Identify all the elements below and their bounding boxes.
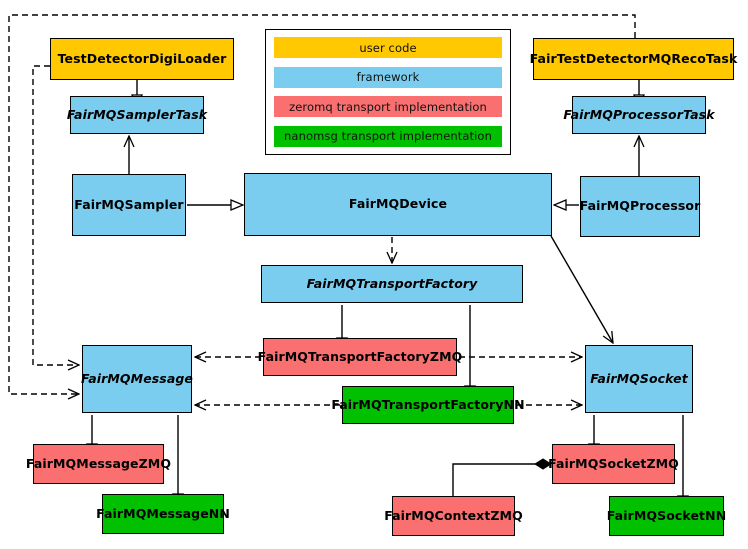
class-node-fairtestdetectormqrecotask[interactable]: FairTestDetectorMQRecoTask — [530, 38, 737, 80]
class-node-fairmqprocessor[interactable]: FairMQProcessor — [580, 176, 700, 237]
class-node-fairmqsampler[interactable]: FairMQSampler — [72, 174, 186, 236]
class-node-fairmqtransportfactorynn[interactable]: FairMQTransportFactoryNN — [331, 386, 525, 424]
class-label: FairMQDevice — [348, 196, 448, 212]
class-node-fairmqmessagezmq[interactable]: FairMQMessageZMQ — [26, 444, 171, 484]
legend-item-user-code: user code — [274, 37, 502, 58]
class-label: FairTestDetectorMQRecoTask — [529, 50, 738, 66]
class-node-fairmqdevice[interactable]: FairMQDevice — [244, 173, 552, 236]
class-label: FairMQMessageNN — [96, 505, 230, 521]
class-label: FairMQSocketNN — [606, 507, 727, 523]
class-label: FairMQTransportFactoryNN — [331, 396, 525, 412]
class-label: FairMQMessage — [81, 370, 194, 386]
class-label: FairMQSocketZMQ — [548, 455, 679, 471]
class-label: TestDetectorDigiLoader — [57, 50, 227, 66]
class-node-fairmqprocessortask[interactable]: FairMQProcessorTask — [563, 96, 715, 134]
class-label: FairMQTransportFactory — [306, 275, 478, 291]
class-label: FairMQSocket — [590, 370, 688, 386]
legend-label: framework — [356, 70, 420, 85]
class-label: FairMQSamplerTask — [66, 106, 208, 122]
class-label: FairMQMessageZMQ — [25, 455, 172, 471]
edge-device-socket — [550, 235, 613, 343]
legend-item-zeromq: zeromq transport implementation — [274, 96, 502, 118]
class-node-fairmqcontextzmq[interactable]: FairMQContextZMQ — [384, 496, 523, 536]
legend-panel: user code framework zeromq transport imp… — [265, 29, 511, 155]
legend-label: nanomsg transport implementation — [284, 129, 492, 144]
class-label: FairMQSampler — [74, 196, 184, 212]
class-label: FairMQProcessor — [579, 198, 701, 214]
class-node-fairmqmessagenn[interactable]: FairMQMessageNN — [96, 494, 230, 534]
class-label: FairMQTransportFactoryZMQ — [257, 348, 463, 364]
class-label: FairMQProcessorTask — [563, 106, 715, 122]
class-node-fairmqsamplertask[interactable]: FairMQSamplerTask — [66, 96, 208, 134]
class-node-fairmqsocketzmq[interactable]: FairMQSocketZMQ — [548, 444, 679, 484]
class-node-fairmqtransportfactoryzmq[interactable]: FairMQTransportFactoryZMQ — [258, 338, 462, 376]
class-node-fairmqtransportfactory[interactable]: FairMQTransportFactory — [261, 265, 523, 303]
class-node-fairmqmessage[interactable]: FairMQMessage — [81, 345, 194, 413]
legend-item-nanomsg: nanomsg transport implementation — [274, 125, 502, 147]
class-node-fairmqsocket[interactable]: FairMQSocket — [585, 345, 693, 413]
legend-item-framework: framework — [274, 66, 502, 88]
class-label: FairMQContextZMQ — [384, 507, 523, 523]
class-node-fairmqsocketnn[interactable]: FairMQSocketNN — [606, 496, 727, 536]
class-node-testdetectordigiloader[interactable]: TestDetectorDigiLoader — [50, 38, 234, 80]
legend-label: zeromq transport implementation — [289, 99, 487, 114]
legend-label: user code — [359, 40, 417, 55]
edge-contextzmq-socketzmq — [452, 458, 552, 496]
